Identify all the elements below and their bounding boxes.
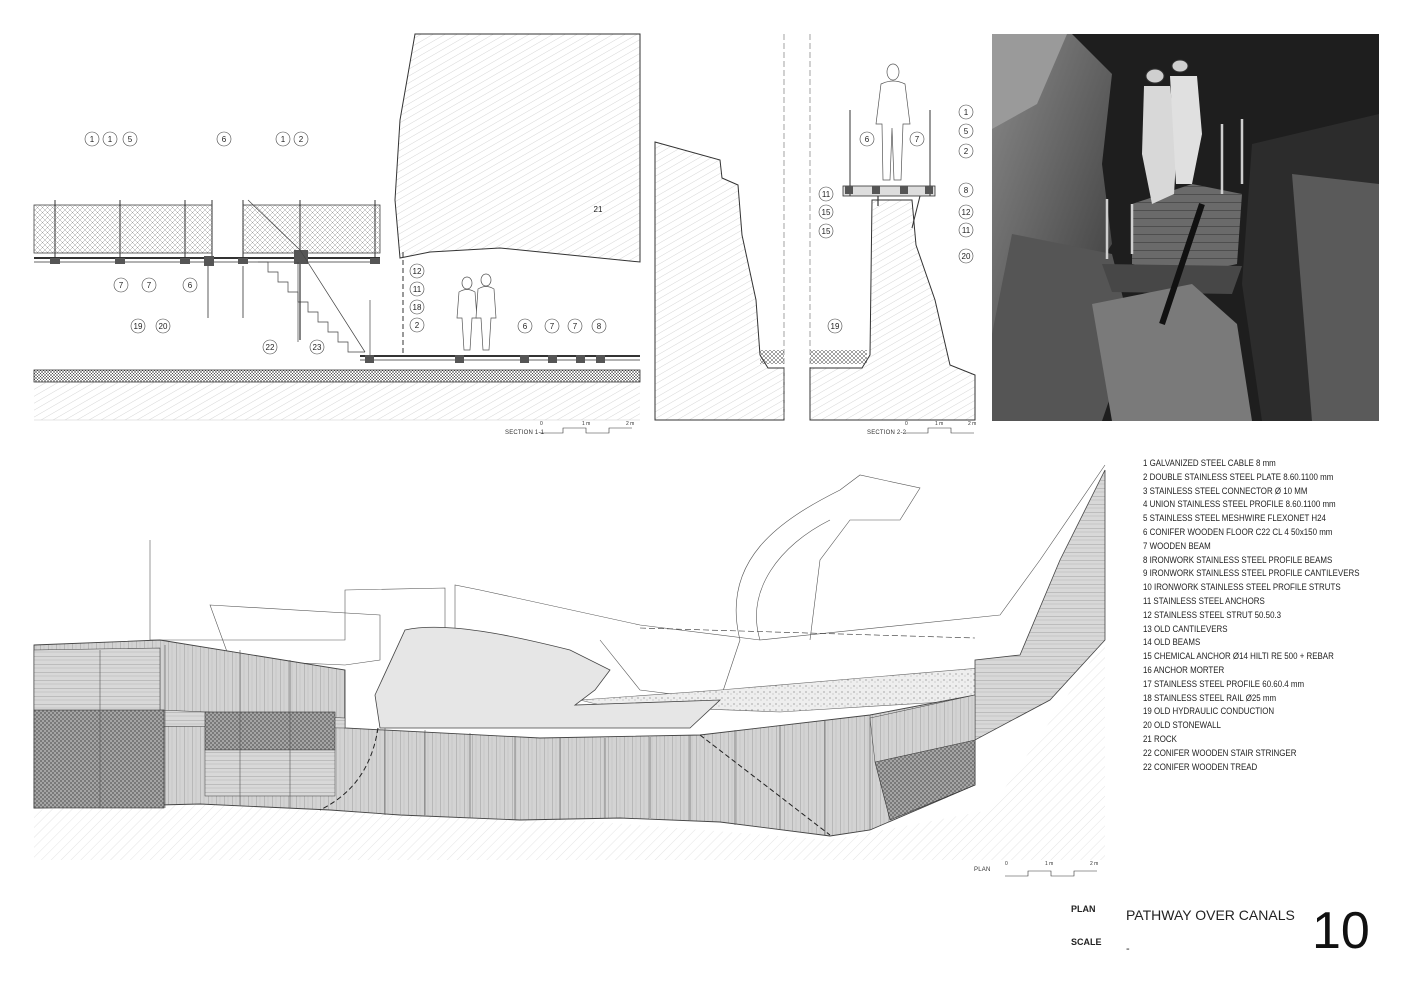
plan-scale-1m: 1 m <box>1045 861 1054 867</box>
legend-item: 5 STAINLESS STEEL MESHWIRE FLEXONET H24 <box>1143 513 1326 524</box>
legend-item: 18 STAINLESS STEEL RAIL Ø25 mm <box>1143 692 1277 703</box>
callout: 1 <box>964 108 969 117</box>
section-2-2-callouts: 1 5 2 8 12 11 20 6 7 11 15 15 19 <box>818 104 974 334</box>
callout: 7 <box>915 135 920 144</box>
callout: 11 <box>822 190 831 199</box>
human-figure <box>875 63 911 181</box>
callout: 23 <box>313 343 322 352</box>
plan-scale-2m: 2 m <box>1090 861 1099 867</box>
scale-key: SCALE <box>1071 937 1102 947</box>
callout: 6 <box>523 322 528 331</box>
callout: 2 <box>415 321 420 330</box>
legend-item: 15 CHEMICAL ANCHOR Ø14 HILTI RE 500 + RE… <box>1143 651 1334 662</box>
callout: 12 <box>413 267 422 276</box>
legend-list: 1 GALVANIZED STEEL CABLE 8 mm 2 DOUBLE S… <box>1143 457 1403 774</box>
dark-block-mid <box>204 711 336 751</box>
callout: 5 <box>964 127 969 136</box>
rock-21 <box>394 33 641 263</box>
legend-item: 22 CONIFER WOODEN STAIR STRINGER <box>1143 747 1297 758</box>
callout: 7 <box>550 322 555 331</box>
callout: 6 <box>222 135 227 144</box>
legend-item: 12 STAINLESS STEEL STRUT 50.50.3 <box>1143 609 1282 620</box>
callout: 1 <box>281 135 286 144</box>
legend-item: 3 STAINLESS STEEL CONNECTOR Ø 10 MM <box>1143 485 1308 496</box>
legend-item: 10 IRONWORK STAINLESS STEEL PROFILE STRU… <box>1143 582 1341 593</box>
callout: 7 <box>573 322 578 331</box>
callout: 11 <box>962 226 971 235</box>
legend-item: 21 ROCK <box>1143 733 1177 744</box>
callout: 20 <box>962 252 971 261</box>
callout: 5 <box>128 135 133 144</box>
callout: 18 <box>413 303 422 312</box>
callout: 22 <box>266 343 275 352</box>
human-figures <box>456 273 497 351</box>
legend-item: 1 GALVANIZED STEEL CABLE 8 mm <box>1143 458 1276 468</box>
legend-item: 11 STAINLESS STEEL ANCHORS <box>1143 595 1265 606</box>
legend-item: 17 STAINLESS STEEL PROFILE 60.60.4 mm <box>1143 678 1305 689</box>
section-2-2-drawing <box>654 34 976 434</box>
callout: 19 <box>134 322 143 331</box>
legend-item: 16 ANCHOR MORTER <box>1143 664 1225 675</box>
section-1-1-callouts: 1 1 5 6 1 2 12 11 18 2 7 7 6 22 23 6 7 7… <box>84 131 607 355</box>
site-photo <box>992 34 1379 421</box>
legend-item: 7 WOODEN BEAM <box>1143 540 1211 551</box>
railing-mesh-left <box>33 204 213 254</box>
callout: 1 <box>90 135 95 144</box>
legend-item: 8 IRONWORK STAINLESS STEEL PROFILE BEAMS <box>1143 554 1333 565</box>
plan-drawing <box>33 464 1106 877</box>
dark-block-left <box>33 709 165 809</box>
legend-item: 20 OLD STONEWALL <box>1143 720 1221 731</box>
scale-2m: 2 m <box>626 421 635 427</box>
scale-1m: 1 m <box>935 421 944 427</box>
legend-item: 4 UNION STAINLESS STEEL PROFILE 8.60.110… <box>1143 499 1336 510</box>
callout: 7 <box>147 281 152 290</box>
callout: 6 <box>865 135 870 144</box>
sheet-number: 10 <box>1312 902 1370 960</box>
callout: 8 <box>597 322 602 331</box>
callout: 20 <box>159 322 168 331</box>
plan-label: PLAN <box>974 867 991 873</box>
scale-0: 0 <box>540 421 543 427</box>
scale-value: - <box>1126 943 1130 955</box>
legend-item: 6 CONIFER WOODEN FLOOR C22 CL 4 50x150 m… <box>1143 526 1333 537</box>
section-1-1-drawing <box>33 33 641 434</box>
callout: 11 <box>413 285 422 294</box>
railing-mesh-right <box>242 204 381 254</box>
callout: 2 <box>299 135 304 144</box>
callout: 15 <box>822 227 831 236</box>
legend-item: 13 OLD CANTILEVERS <box>1143 623 1228 634</box>
legend-item: 22 CONIFER WOODEN TREAD <box>1143 761 1258 772</box>
legend-item: 14 OLD BEAMS <box>1143 637 1201 648</box>
legend-item: 2 DOUBLE STAINLESS STEEL PLATE 8.60.1100… <box>1143 471 1334 482</box>
callout: 7 <box>119 281 124 290</box>
plan-scale-0: 0 <box>1005 861 1008 867</box>
section-1-1-label: SECTION 1-1 <box>505 430 545 436</box>
legend-item: 19 OLD HYDRAULIC CONDUCTION <box>1143 706 1275 717</box>
callout: 15 <box>822 208 831 217</box>
scale-1m: 1 m <box>582 421 591 427</box>
callout: 1 <box>108 135 113 144</box>
section-2-2-label: SECTION 2-2 <box>867 430 907 436</box>
callout: 8 <box>964 186 969 195</box>
callout: 19 <box>831 322 840 331</box>
callout: 6 <box>188 281 193 290</box>
plan-title: PATHWAY OVER CANALS <box>1126 907 1295 923</box>
legend-item: 9 IRONWORK STAINLESS STEEL PROFILE CANTI… <box>1143 568 1360 579</box>
callout: 12 <box>962 208 971 217</box>
scale-0: 0 <box>905 421 908 427</box>
plan-key: PLAN <box>1071 904 1096 914</box>
callout-rock: 21 <box>594 205 603 214</box>
callout: 2 <box>964 147 969 156</box>
scale-2m: 2 m <box>968 421 977 427</box>
